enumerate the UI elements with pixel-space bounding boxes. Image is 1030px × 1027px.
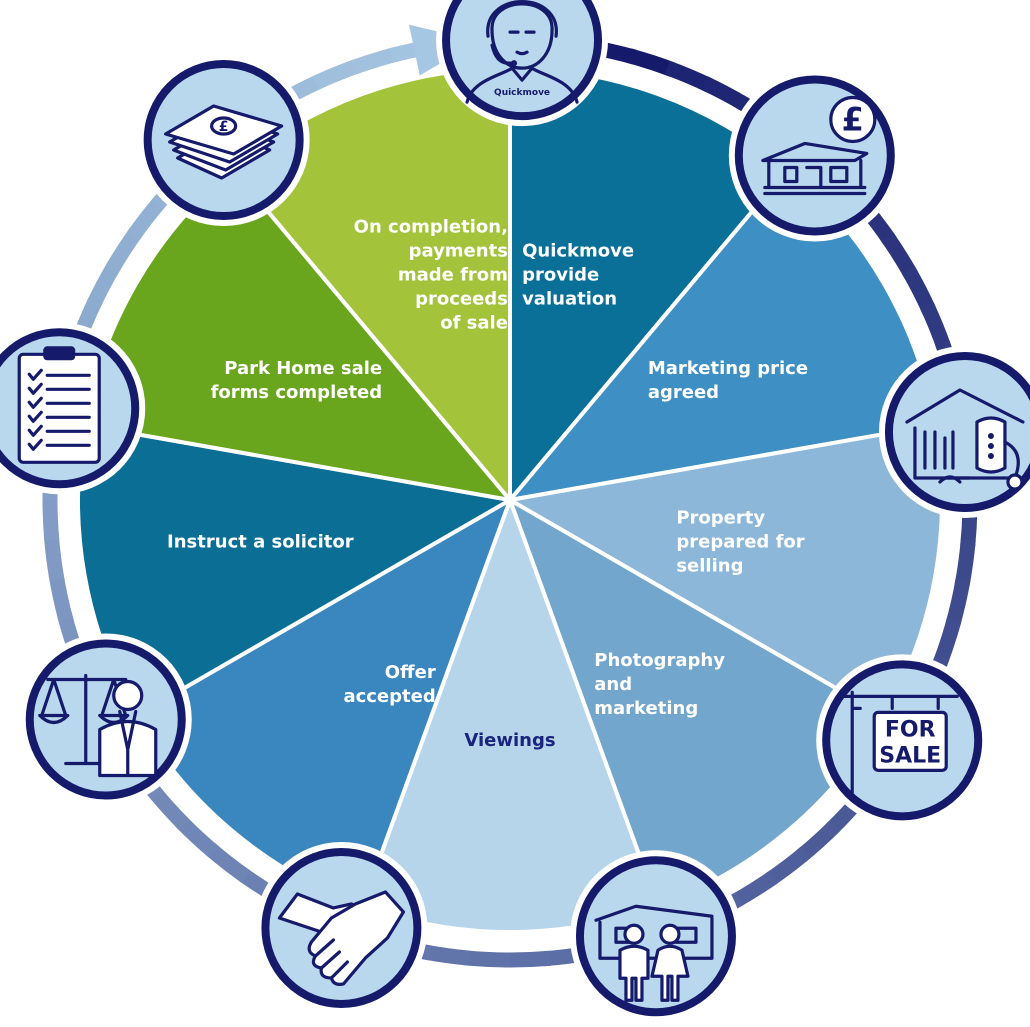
ring-arc	[175, 815, 220, 859]
viewing-couple-icon	[594, 904, 714, 1002]
ring-arc	[901, 266, 937, 315]
ring-arc	[48, 572, 73, 621]
ring-arc	[422, 944, 471, 966]
ring-arc	[127, 194, 168, 241]
label-line: Property	[676, 508, 765, 529]
ring-arc	[945, 578, 971, 627]
for-sale-text: FOR	[885, 717, 936, 742]
cash-pound-symbol: £	[219, 119, 229, 135]
label-line: Instruct a solicitor	[167, 532, 354, 553]
label-line: of sale	[440, 312, 508, 333]
headset-agent-icon: Quickmove	[465, 0, 579, 104]
ring-arc	[350, 46, 399, 75]
label-solicitor: Instruct a solicitor	[167, 532, 354, 553]
label-line: Viewings	[464, 730, 555, 751]
ring-arc	[731, 870, 779, 908]
label-offer: Offer accepted	[343, 662, 435, 707]
ring-arc	[764, 846, 811, 887]
badge-completion: £	[137, 54, 310, 227]
ring-arc	[627, 48, 676, 77]
label-line: agreed	[648, 382, 719, 403]
label-line: On completion,	[354, 216, 508, 237]
badge-price: £	[728, 69, 901, 242]
label-photo: Photography and marketing	[594, 650, 725, 719]
label-price: Marketing price agreed	[648, 358, 808, 403]
label-line: proceeds	[415, 288, 508, 309]
scales-solicitor-icon	[38, 673, 158, 778]
clipboard-checklist-icon	[17, 346, 101, 464]
label-forms: Park Home sale forms completed	[211, 358, 383, 403]
ring-arc	[880, 231, 918, 279]
label-line: made from	[398, 264, 508, 285]
label-line: Park Home sale	[224, 358, 382, 379]
label-line: payments	[409, 240, 508, 261]
handshake-icon	[277, 890, 406, 986]
label-line: forms completed	[211, 382, 383, 403]
cleaning-home-icon	[905, 388, 1025, 491]
badge-offer	[255, 841, 428, 1014]
label-line: prepared for	[676, 532, 804, 553]
label-valuation: Quickmove provide valuation	[522, 240, 634, 309]
badge-circle	[442, 0, 603, 121]
cash-stack-icon: £	[164, 104, 284, 180]
label-viewings: Viewings	[464, 730, 555, 751]
badge-forms	[0, 322, 146, 495]
badge-circle	[575, 856, 736, 1017]
label-line: Marketing price	[648, 358, 808, 379]
badge-prepared	[878, 346, 1030, 518]
label-line: Photography	[594, 650, 725, 671]
label-line: selling	[676, 556, 743, 577]
ring-arc	[503, 950, 551, 968]
label-prepared: Property prepared for selling	[676, 508, 804, 577]
park-home-price-icon: £	[761, 95, 877, 196]
for-sale-text: SALE	[879, 743, 941, 768]
brand-text: Quickmove	[494, 88, 550, 98]
ring-arc	[954, 539, 976, 588]
label-line: provide	[522, 264, 599, 285]
ring-arc	[933, 617, 962, 666]
badge-valuation: Quickmove	[436, 0, 609, 127]
ring-arc	[105, 226, 143, 274]
ring-arc	[796, 819, 841, 863]
label-line: valuation	[522, 288, 617, 309]
badge-solicitor	[19, 633, 192, 806]
ring-arc	[920, 302, 952, 351]
ring-arc	[43, 533, 65, 582]
ring-arc	[463, 950, 511, 968]
ring-arc	[147, 786, 191, 831]
pound-symbol: £	[842, 100, 864, 138]
ring-arc	[204, 842, 251, 883]
label-line: accepted	[343, 686, 435, 707]
segments	[76, 66, 944, 934]
ring-arc	[86, 260, 122, 309]
label-line: Offer	[385, 662, 436, 683]
label-line: marketing	[594, 698, 698, 719]
label-completion: On completion, payments made from proceeds o…	[354, 216, 508, 333]
ring-arc	[701, 76, 750, 112]
ring-arc	[312, 58, 361, 90]
label-line: Quickmove	[522, 240, 634, 261]
ring-arc	[42, 493, 60, 541]
label-line: and	[594, 674, 632, 695]
badge-viewings	[569, 850, 742, 1023]
ring-arc	[664, 60, 714, 93]
